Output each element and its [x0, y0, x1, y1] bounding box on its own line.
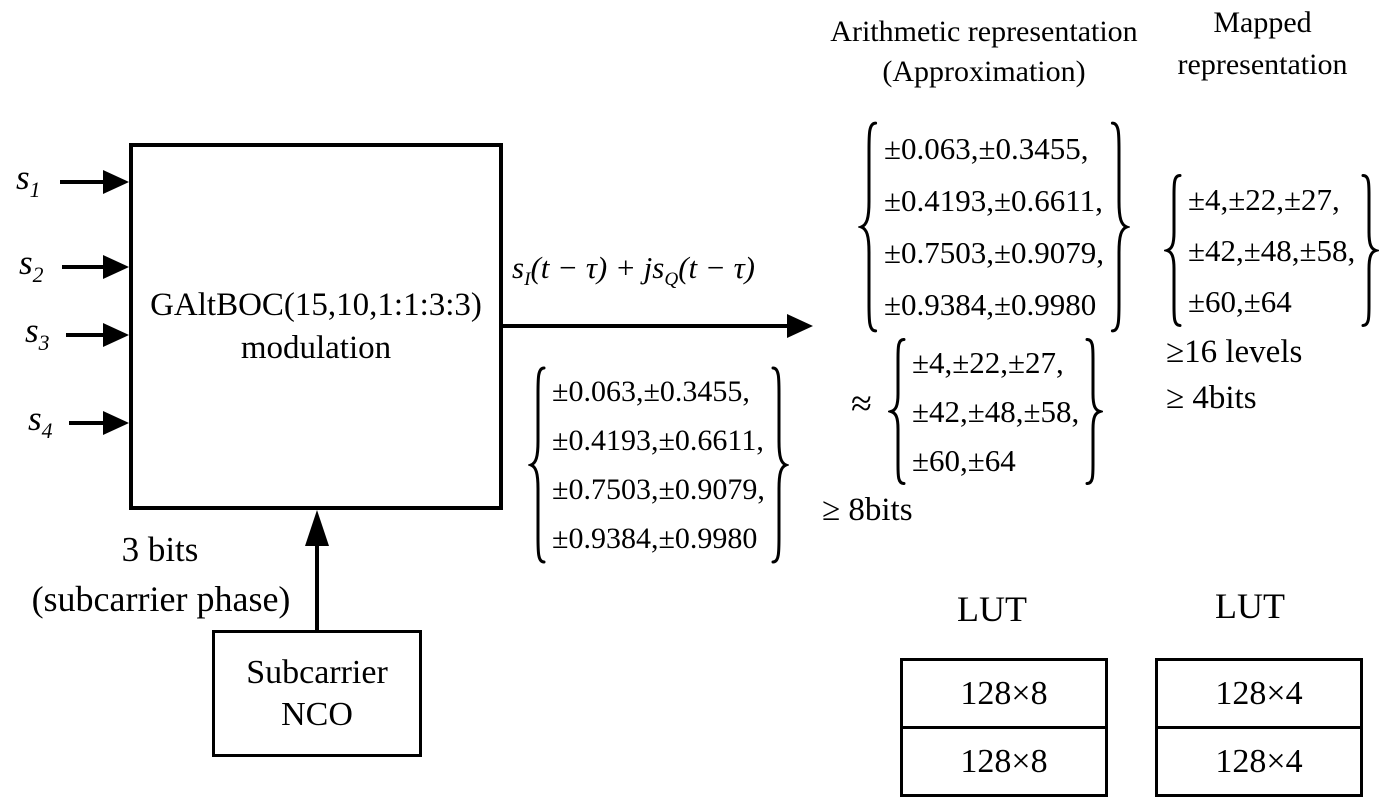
arithmetic-bits-note: ≥ 8bits: [822, 492, 913, 528]
arithmetic-column-header: Arithmetic representation (Approximation…: [810, 12, 1158, 92]
brace-right-icon: [1108, 121, 1130, 333]
brace-right-icon: [1083, 338, 1103, 485]
subcarrier-nco-block: Subcarrier NCO: [212, 630, 422, 757]
float-value-line: ±0.4193,±0.6611,: [552, 424, 764, 457]
nco-arrow-up-icon: [305, 510, 329, 546]
lut-label-arithmetic: LUT: [957, 589, 1027, 629]
float-value-line: ±0.9384,±0.9980: [552, 522, 758, 555]
float-value-line: ±0.063,±0.3455,: [884, 131, 1089, 166]
int-value-line: ±60,±64: [1188, 284, 1292, 319]
galtboc-modulation-block: GAltBOC(15,10,1:1:3:3) modulation: [129, 143, 503, 510]
input-s2-base: s: [19, 243, 33, 282]
input-label-s1: s1: [16, 158, 40, 210]
input-arrow-s2-icon: [103, 255, 129, 279]
float-set-arithmetic-lines: ±0.063,±0.3455, ±0.4193,±0.6611, ±0.7503…: [880, 121, 1108, 333]
input-s3-base: s: [25, 311, 39, 350]
formula-sub-i: I: [524, 269, 531, 291]
main-block-title: GAltBOC(15,10,1:1:3:3): [150, 286, 482, 323]
int-value-line: ±42,±48,±58,: [912, 394, 1080, 429]
input-s2-sub: 2: [32, 263, 44, 287]
float-set-output-lines: ±0.063,±0.3455, ±0.4193,±0.6611, ±0.7503…: [548, 366, 769, 564]
brace-right-icon: [769, 366, 789, 564]
brace-right-icon: [1359, 174, 1379, 327]
brace-left-icon: [1164, 174, 1184, 327]
lut-row: 128×8: [903, 726, 1105, 794]
input-s4-sub: 4: [41, 419, 53, 443]
float-value-line: ±0.7503,±0.9079,: [552, 473, 765, 506]
main-block-label: GAltBOC(15,10,1:1:3:3) modulation: [150, 284, 482, 370]
nco-arrow-shaft: [315, 543, 319, 630]
nco-block-line2: NCO: [281, 695, 353, 733]
arithmetic-header-line1: Arithmetic representation: [830, 15, 1138, 48]
output-arrow-icon: [787, 314, 813, 338]
input-s3-sub: 3: [38, 331, 50, 355]
mapped-header-line1: Mapped: [1213, 6, 1312, 39]
formula-end: (t − τ): [678, 250, 756, 285]
lut-row: 128×4: [1215, 674, 1303, 712]
brace-left-icon: [858, 121, 880, 333]
float-value-line: ±0.4193,±0.6611,: [884, 183, 1103, 218]
float-value-line: ±0.063,±0.3455,: [552, 375, 750, 408]
float-value-line: ±0.7503,±0.9079,: [884, 235, 1105, 270]
mapped-levels-note: ≥16 levels: [1166, 334, 1303, 370]
output-formula: sI(t − τ) + jsQ(t − τ): [512, 250, 755, 291]
main-block-subtitle: modulation: [240, 329, 392, 366]
input-arrow-s1-icon: [103, 170, 129, 194]
int-set-mapped-lines: ±4,±22,±27, ±42,±48,±58, ±60,±64: [1184, 174, 1359, 327]
brace-left-icon: [888, 338, 908, 485]
lut-row: 128×8: [960, 674, 1048, 712]
nco-block-line1: Subcarrier: [246, 653, 388, 691]
arithmetic-header-line2: (Approximation): [882, 55, 1086, 88]
float-set-output: ±0.063,±0.3455, ±0.4193,±0.6611, ±0.7503…: [528, 366, 789, 564]
float-value-line: ±0.9384,±0.9980: [884, 287, 1097, 322]
input-arrow-s4-shaft: [69, 421, 107, 425]
mapped-bits-note: ≥ 4bits: [1166, 380, 1257, 416]
mapped-header-line2: representation: [1177, 48, 1348, 81]
formula-mid: (t − τ) + js: [530, 250, 665, 285]
input-arrow-s3-icon: [103, 323, 129, 347]
approx-symbol: ≈: [851, 383, 872, 425]
int-value-line: ±4,±22,±27,: [1188, 182, 1340, 217]
input-s4-base: s: [28, 399, 42, 438]
int-value-line: ±60,±64: [912, 443, 1016, 478]
brace-left-icon: [528, 366, 548, 564]
input-arrow-s2-shaft: [62, 265, 107, 269]
int-value-line: ±42,±48,±58,: [1188, 233, 1356, 268]
input-s1-base: s: [16, 158, 30, 197]
phase-label-line1: 3 bits: [121, 530, 199, 569]
mapped-column-header: Mapped representation: [1150, 2, 1375, 86]
int-value-line: ±4,±22,±27,: [912, 345, 1064, 380]
input-label-s2: s2: [19, 243, 43, 295]
lut-row: 128×4: [1158, 726, 1360, 794]
output-arrow-shaft: [503, 324, 789, 328]
input-label-s4: s4: [28, 399, 52, 451]
lut-label-mapped: LUT: [1215, 586, 1285, 626]
phase-label-line2: (subcarrier phase): [31, 579, 291, 619]
lut-table-mapped: 128×4 128×4: [1155, 658, 1363, 797]
int-set-approx-lines: ±4,±22,±27, ±42,±48,±58, ±60,±64: [908, 338, 1083, 485]
nco-block-label: Subcarrier NCO: [246, 652, 388, 736]
float-set-arithmetic: ±0.063,±0.3455, ±0.4193,±0.6611, ±0.7503…: [858, 121, 1130, 333]
formula-s: s: [512, 250, 525, 285]
input-s1-sub: 1: [29, 178, 41, 202]
lut-table-arithmetic: 128×8 128×8: [900, 658, 1108, 797]
input-arrow-s4-icon: [103, 411, 129, 435]
input-arrow-s1-shaft: [60, 180, 107, 184]
int-set-approx: ±4,±22,±27, ±42,±48,±58, ±60,±64: [888, 338, 1103, 485]
int-set-mapped: ±4,±22,±27, ±42,±48,±58, ±60,±64: [1164, 174, 1379, 327]
input-arrow-s3-shaft: [66, 333, 107, 337]
input-label-s3: s3: [25, 311, 49, 363]
formula-sub-q: Q: [664, 269, 679, 291]
